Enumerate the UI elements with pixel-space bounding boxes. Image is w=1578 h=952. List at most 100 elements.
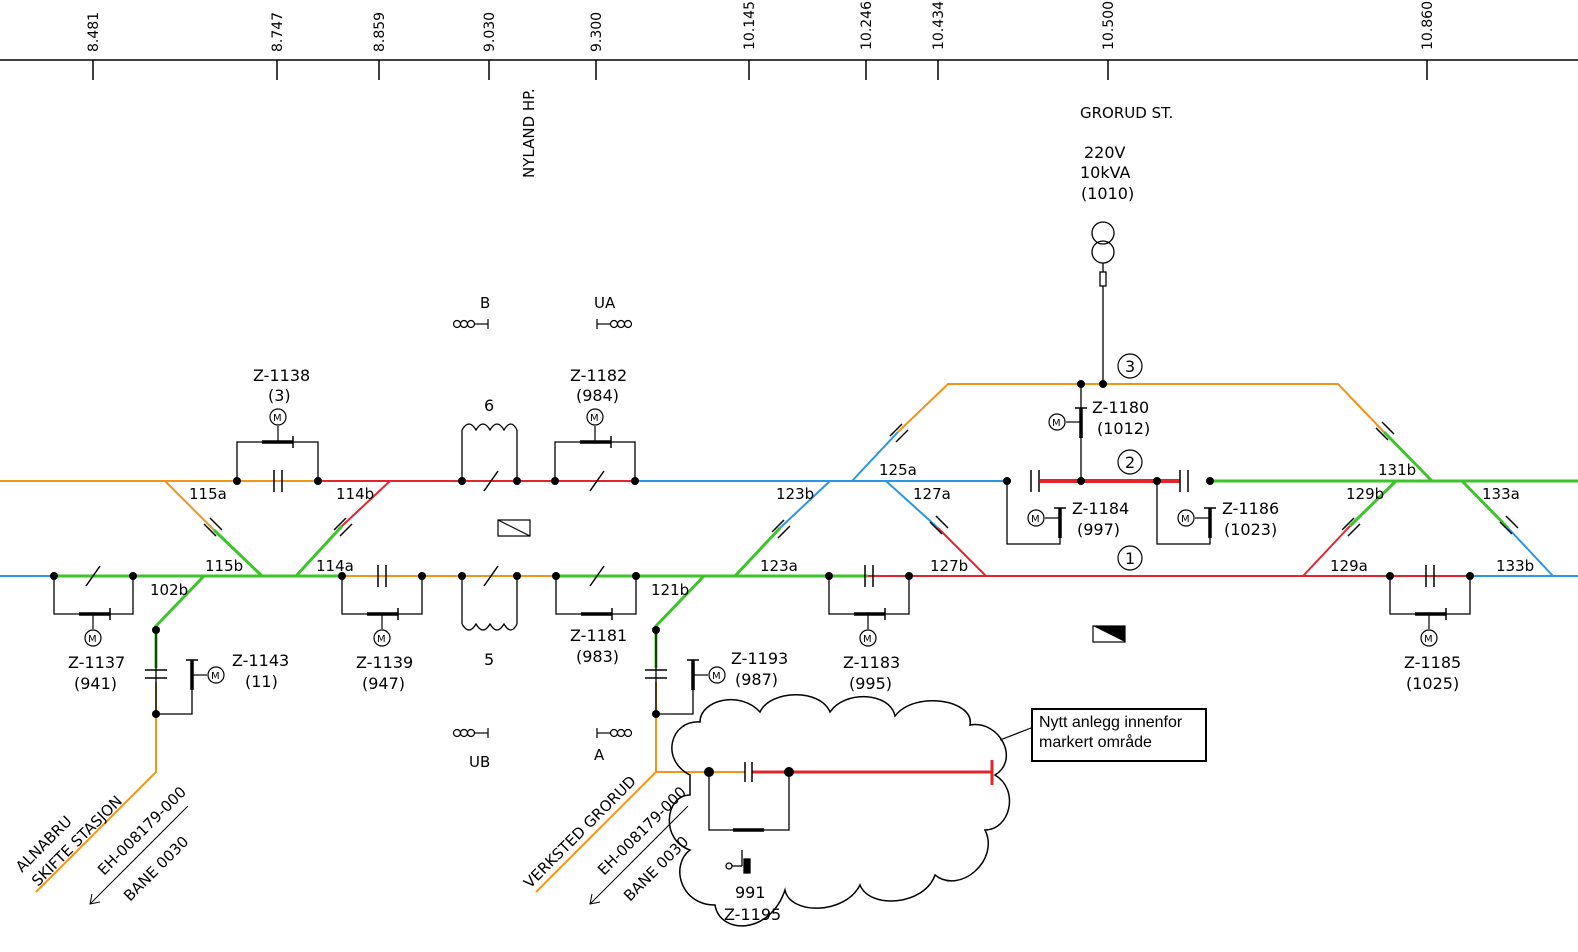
station-grorud: GRORUD ST. <box>1080 104 1173 122</box>
revision-cloud <box>668 694 1011 927</box>
km-labels: 8.481 8.747 8.859 9.030 9.300 10.145 10.… <box>86 1 1436 52</box>
switch-labels: Z-1138 (3) Z-1182 (984) Z-1180 (1012) Z-… <box>68 366 1461 924</box>
motor-letter: M <box>377 634 386 645</box>
track-number-3: 3 <box>1125 357 1135 376</box>
switch-id: Z-1181 <box>570 626 627 645</box>
junction-dots <box>50 380 1474 777</box>
signal-ua-icon <box>596 319 633 329</box>
station-nyland: NYLAND HP. <box>520 88 538 178</box>
section-label: 129a <box>1330 557 1368 575</box>
motor-letter: M <box>863 634 872 645</box>
arrow-head-icon <box>89 893 101 905</box>
section-label: 102b <box>150 581 188 599</box>
motor-letter: M <box>1052 418 1061 429</box>
open-switches <box>85 470 605 587</box>
section-label: 127b <box>930 557 968 575</box>
motor-icon <box>373 629 391 647</box>
km-label: 8.859 <box>372 12 388 52</box>
switch-ref: (941) <box>74 674 117 693</box>
switch-ref: 991 <box>735 883 766 902</box>
signal-ub-label: UB <box>469 753 490 771</box>
neutral-section-icon <box>497 519 531 537</box>
switch-id: Z-1186 <box>1222 499 1279 518</box>
track-numbers: 3 2 1 6 5 <box>484 353 1143 669</box>
km-label: 8.747 <box>270 12 286 52</box>
section-insulators <box>145 421 1519 782</box>
switch-id: Z-1195 <box>724 905 781 924</box>
motor-icon <box>1048 413 1066 431</box>
km-label: 9.030 <box>482 12 498 52</box>
transformer: 220V 10kVA (1010) <box>1080 143 1134 384</box>
km-label: 9.300 <box>589 12 605 52</box>
km-label: 8.481 <box>86 12 102 52</box>
signal-ub-icon <box>452 728 489 738</box>
disconnector-ticks <box>109 407 1447 661</box>
motor-icon <box>1027 509 1045 527</box>
km-label: 10.434 <box>931 1 947 50</box>
motor-icon <box>1420 629 1438 647</box>
motor-icon <box>1177 509 1195 527</box>
arrow-head-icon <box>589 893 601 905</box>
motor-letter: M <box>88 634 97 645</box>
section-label: 123b <box>776 485 814 503</box>
motor-letter: M <box>590 413 599 424</box>
signal-b-label: B <box>480 294 490 312</box>
bypass-loops <box>53 384 1471 831</box>
switch-id: Z-1139 <box>356 653 413 672</box>
motor-icon <box>84 629 102 647</box>
section-label: 125a <box>879 461 917 479</box>
disconnector-blades <box>79 408 1446 832</box>
motor-drives <box>84 408 1438 684</box>
signal-b-icon <box>452 319 489 329</box>
signal-ua-label: UA <box>594 294 616 312</box>
motor-letter: M <box>1181 514 1190 525</box>
neutral-markers <box>497 519 1126 643</box>
note-leader <box>999 727 1032 741</box>
section-label: 129b <box>1346 485 1384 503</box>
note-line-2: markert område <box>1039 734 1152 751</box>
switch-id: Z-1183 <box>843 653 900 672</box>
manual-drive-icon <box>725 850 751 874</box>
motor-icon <box>207 666 225 684</box>
motor-letter: M <box>712 671 721 682</box>
signals: B UA UB A <box>452 294 633 771</box>
switch-id: Z-1182 <box>570 366 627 385</box>
transformer-power: 10kVA <box>1080 163 1131 182</box>
arrow-line <box>589 805 689 905</box>
km-label: 10.145 <box>742 1 758 50</box>
km-label: 10.500 <box>1101 1 1117 50</box>
motor-letter: M <box>1031 514 1040 525</box>
switch-ref: (1025) <box>1406 674 1459 693</box>
switch-ref: (995) <box>849 674 892 693</box>
switch-ref: (987) <box>735 670 778 689</box>
motor-icon <box>269 408 287 426</box>
transformer-icon <box>1091 221 1115 245</box>
switch-id: Z-1138 <box>253 366 310 385</box>
switch-ref: (3) <box>268 386 291 405</box>
section-label: 123a <box>760 557 798 575</box>
motor-icon <box>708 666 726 684</box>
switch-id: Z-1185 <box>1404 653 1461 672</box>
switch-ref: (1012) <box>1097 419 1150 438</box>
switch-ref: (983) <box>576 647 619 666</box>
motor-letter: M <box>211 671 220 682</box>
section-labels: 115a 114b 115b 114a 102b 121b 123a 123b … <box>150 461 1534 599</box>
transformer-voltage: 220V <box>1084 143 1126 162</box>
signal-a-icon <box>596 728 633 738</box>
motor-letters: M M M M M M M M M M M <box>88 413 1433 682</box>
track-number-1: 1 <box>1125 549 1135 568</box>
section-label: 114a <box>316 557 354 575</box>
motor-icon <box>859 629 877 647</box>
motor-letter: M <box>1424 634 1433 645</box>
km-axis <box>0 59 1578 80</box>
section-label: 133b <box>1496 557 1534 575</box>
switch-id: Z-1193 <box>731 649 788 668</box>
section-label: 133a <box>1482 485 1520 503</box>
section-label: 115b <box>205 557 243 575</box>
track-number-2: 2 <box>1125 453 1135 472</box>
fuse-icon <box>1099 271 1107 287</box>
motor-letter: M <box>273 413 282 424</box>
track-number-5: 5 <box>484 650 494 669</box>
branch-verksted: VERKSTED GRORUD <box>520 772 640 892</box>
switch-ref: (984) <box>576 386 619 405</box>
